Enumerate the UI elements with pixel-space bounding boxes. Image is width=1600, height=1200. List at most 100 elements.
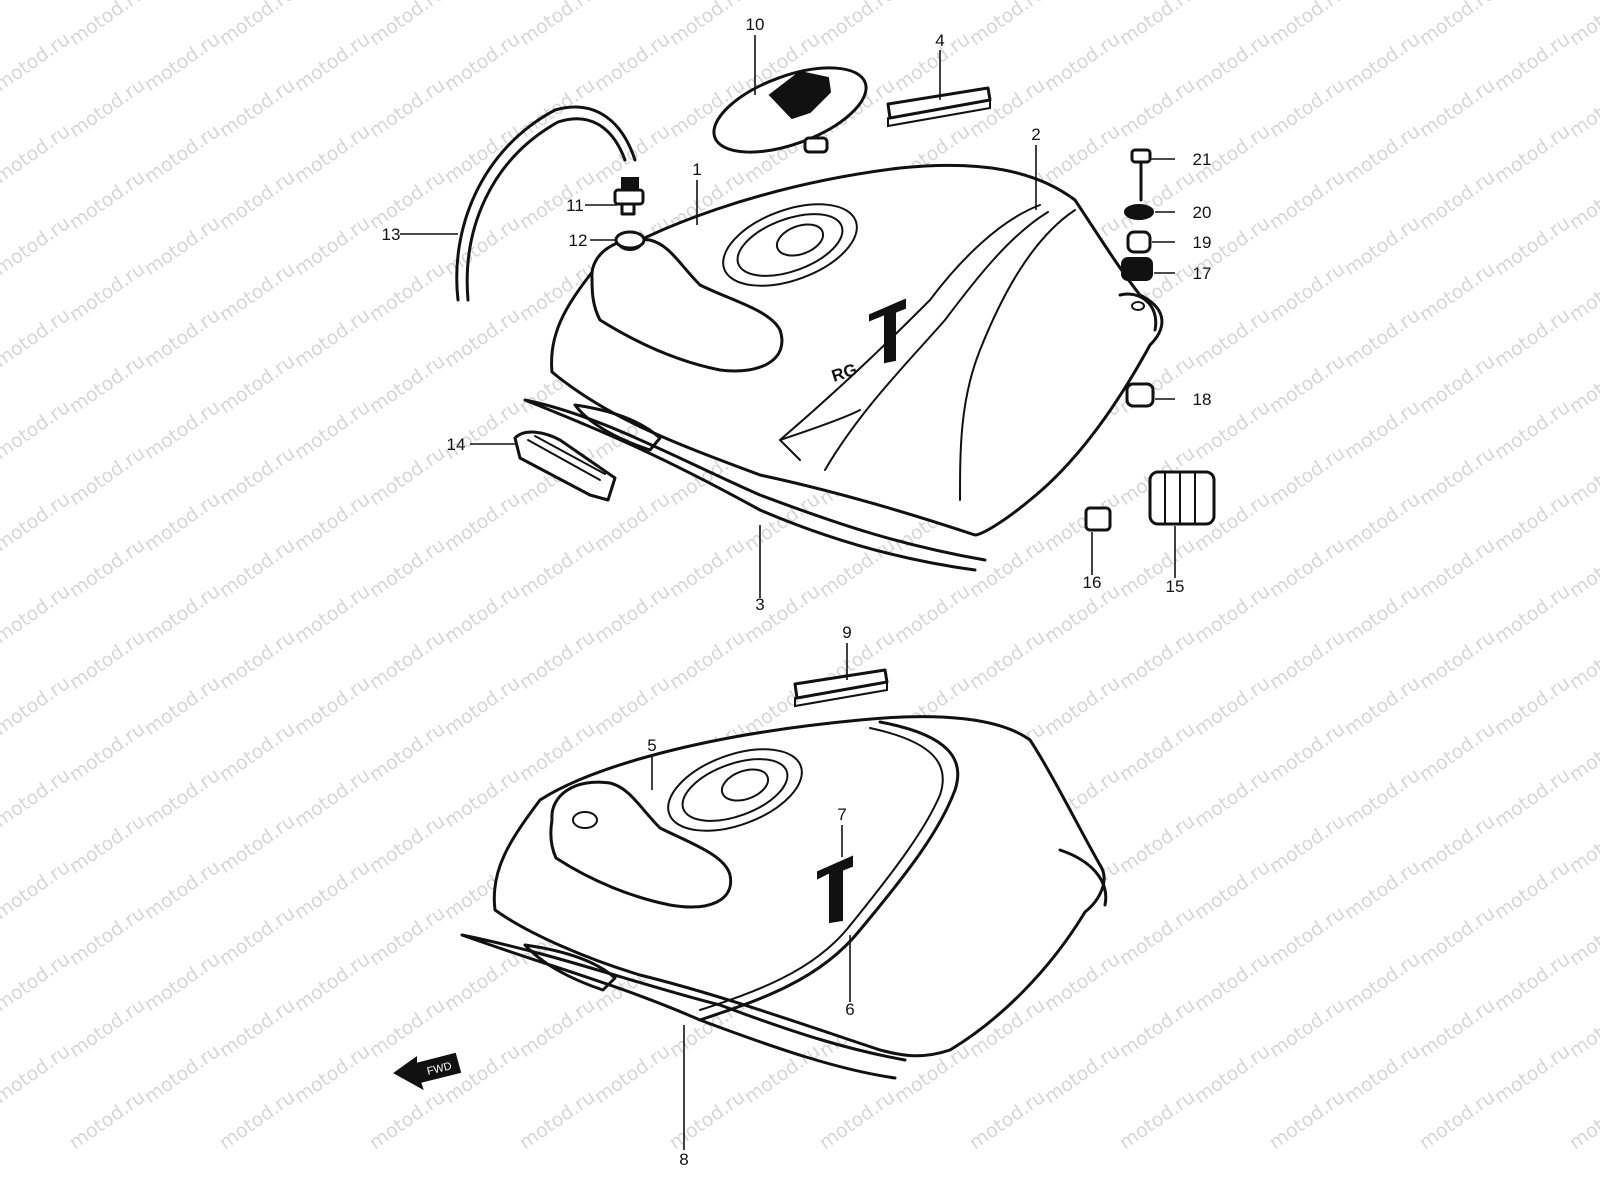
watermark-text: motod.ru xyxy=(1415,350,1499,418)
watermark-text: motod.ru xyxy=(215,718,299,786)
watermark-text: motod.ru xyxy=(1190,304,1274,372)
breather-hose xyxy=(455,105,637,302)
watermark-text: motod.ru xyxy=(1115,74,1199,142)
watermark-text: motod.ru xyxy=(365,994,449,1062)
watermark-text: motod.ru xyxy=(1415,810,1499,878)
valve-washer xyxy=(614,230,646,250)
watermark-text: motod.ru xyxy=(515,1086,599,1154)
watermark-text: motod.ru xyxy=(65,74,149,142)
callout-14: 14 xyxy=(447,435,466,454)
watermark-text: motod.ru xyxy=(1490,580,1574,648)
watermark-text: motod.ru xyxy=(365,1086,449,1154)
watermark-text: motod.ru xyxy=(1190,856,1274,924)
side-cushion-small xyxy=(1084,506,1112,532)
watermark-text: motod.ru xyxy=(290,672,374,740)
watermark-text: motod.ru xyxy=(1490,1040,1574,1108)
watermark-text: motod.ru xyxy=(1415,994,1499,1062)
watermark-text: motod.ru xyxy=(0,28,74,96)
watermark-text: motod.ru xyxy=(440,672,524,740)
watermark-text: motod.ru xyxy=(0,672,74,740)
watermark-text: motod.ru xyxy=(665,626,749,694)
watermark-text: motod.ru xyxy=(215,626,299,694)
watermark-text: motod.ru xyxy=(1040,0,1124,4)
watermark-text: motod.ru xyxy=(65,350,149,418)
watermark-text: motod.ru xyxy=(215,258,299,326)
callout-11: 11 xyxy=(566,196,584,215)
watermark-text: motod.ru xyxy=(290,856,374,924)
callout-16: 16 xyxy=(1083,573,1102,592)
watermark-text: motod.ru xyxy=(1265,350,1349,418)
watermark-text: motod.ru xyxy=(215,534,299,602)
watermark-text: motod.ru xyxy=(1040,28,1124,96)
watermark-text: motod.ru xyxy=(65,534,149,602)
watermark-text: motod.ru xyxy=(1490,396,1574,464)
watermark-text: motod.ru xyxy=(440,948,524,1016)
watermark-text: motod.ru xyxy=(1340,672,1424,740)
watermark-text: motod.ru xyxy=(65,626,149,694)
watermark-text: motod.ru xyxy=(140,212,224,280)
watermark-text: motod.ru xyxy=(1565,994,1600,1062)
watermark-text: motod.ru xyxy=(140,28,224,96)
watermark-text: motod.ru xyxy=(0,856,74,924)
watermark-text: motod.ru xyxy=(1565,810,1600,878)
watermark-text: motod.ru xyxy=(0,0,74,4)
watermark-text: motod.ru xyxy=(65,718,149,786)
watermark-text: motod.ru xyxy=(1340,28,1424,96)
watermark-text: motod.ru xyxy=(1115,534,1199,602)
lower-gamma-emblem xyxy=(817,855,853,924)
mount-washer xyxy=(1124,204,1154,220)
watermark-text: motod.ru xyxy=(215,810,299,878)
watermark-text: motod.ru xyxy=(440,580,524,648)
watermark-text: motod.ru xyxy=(65,258,149,326)
watermark-text: motod.ru xyxy=(1340,764,1424,832)
side-stripe xyxy=(779,204,1041,441)
watermark-text: motod.ru xyxy=(1040,672,1124,740)
watermark-text: motod.ru xyxy=(1340,488,1424,556)
watermark-text: motod.ru xyxy=(1565,626,1600,694)
watermark-text: motod.ru xyxy=(1115,166,1199,234)
watermark-text: motod.ru xyxy=(215,994,299,1062)
watermark-text: motod.ru xyxy=(440,28,524,96)
watermark-text: motod.ru xyxy=(1565,534,1600,602)
watermark-text: motod.ru xyxy=(1490,672,1574,740)
callout-numbers: 1 2 3 4 5 6 7 8 9 10 11 12 13 14 15 16 1… xyxy=(382,15,1212,1169)
watermark-text: motod.ru xyxy=(290,28,374,96)
watermark-text: motod.ru xyxy=(1565,258,1600,326)
watermark-text: motod.ru xyxy=(1565,166,1600,234)
watermark-text: motod.ru xyxy=(965,534,1049,602)
watermark-text: motod.ru xyxy=(1340,396,1424,464)
watermark-text: motod.ru xyxy=(590,672,674,740)
watermark-text: motod.ru xyxy=(515,534,599,602)
callout-8: 8 xyxy=(679,1150,688,1169)
watermark-text: motod.ru xyxy=(590,0,674,4)
watermark-text: motod.ru xyxy=(1265,626,1349,694)
watermark-text: motod.ru xyxy=(290,488,374,556)
watermark-text: motod.ru xyxy=(590,1040,674,1108)
watermark-text: motod.ru xyxy=(1190,1040,1274,1108)
watermark-text: motod.ru xyxy=(1340,0,1424,4)
watermark-text: motod.ru xyxy=(365,350,449,418)
callout-20: 20 xyxy=(1193,203,1212,222)
rear-cushion xyxy=(1125,382,1155,408)
watermark-text: motod.ru xyxy=(1565,1086,1600,1154)
watermark-text: motod.ru xyxy=(1265,258,1349,326)
lower-tank-pad xyxy=(793,668,889,708)
watermark-text: motod.ru xyxy=(1490,304,1574,372)
watermark-text: motod.ru xyxy=(0,120,74,188)
watermark-text: motod.ru xyxy=(1115,902,1199,970)
watermark-text: motod.ru xyxy=(65,166,149,234)
watermark-text: motod.ru xyxy=(740,0,824,4)
watermark-text: motod.ru xyxy=(1190,948,1274,1016)
watermark-text: motod.ru xyxy=(365,74,449,142)
watermark-text: motod.ru xyxy=(0,212,74,280)
watermark-text: motod.ru xyxy=(365,810,449,878)
watermark-text: motod.ru xyxy=(1340,120,1424,188)
callout-10: 10 xyxy=(746,15,765,34)
watermark-text: motod.ru xyxy=(1040,120,1124,188)
watermark-text: motod.ru xyxy=(365,902,449,970)
watermark-text: motod.ru xyxy=(440,764,524,832)
watermark-text: motod.ru xyxy=(515,626,599,694)
front-hump xyxy=(590,237,784,373)
lower-stripe xyxy=(698,720,960,1022)
